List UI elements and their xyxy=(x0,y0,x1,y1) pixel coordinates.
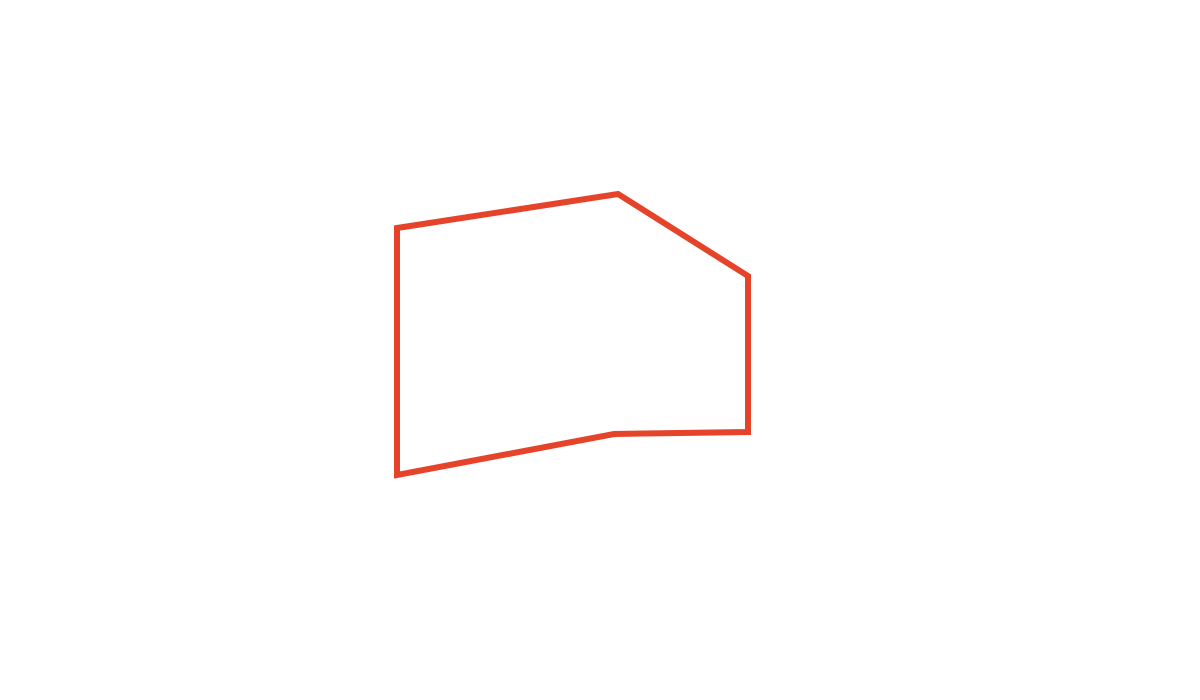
polygon-outline xyxy=(394,190,751,479)
